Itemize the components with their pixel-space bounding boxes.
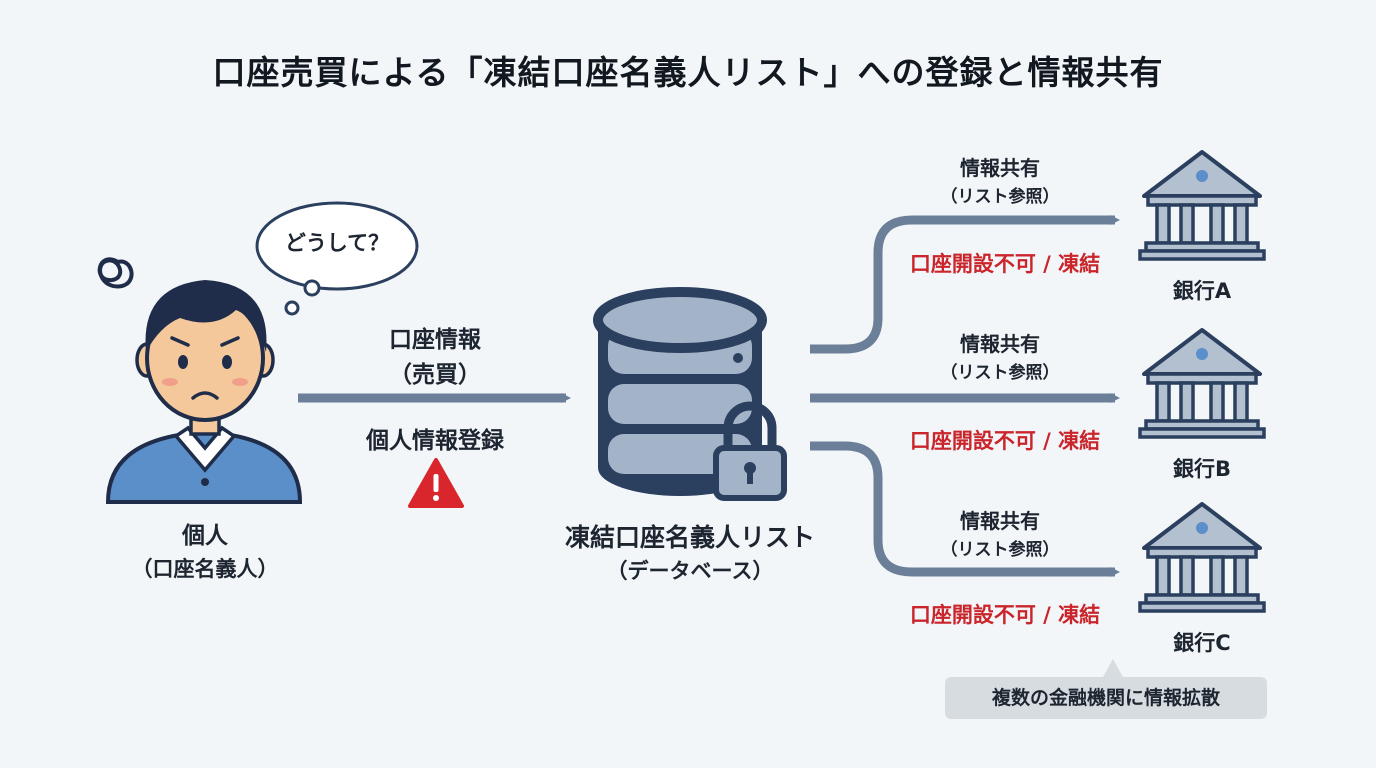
- thought-text: どうして？: [284, 231, 390, 255]
- share-label-b: 情報共有: [960, 332, 1040, 356]
- callout-pointer: [1103, 659, 1123, 677]
- person-sublabel: （口座名義人）: [131, 557, 279, 581]
- thought-bubble: [255, 201, 419, 316]
- bank-icon: [1138, 502, 1266, 613]
- worried-person-icon: [97, 257, 303, 504]
- bank-c-label: 銀行C: [1173, 631, 1231, 655]
- share-sublabel-b: （リスト参照）: [940, 363, 1060, 383]
- database-label: 凍結口座名義人リスト: [564, 523, 815, 552]
- status-bank-b: 口座開設不可 / 凍結: [909, 429, 1101, 453]
- arrow-to-bank-c: [810, 441, 1120, 577]
- arrow-to-bank-a: [810, 215, 1120, 354]
- bank-b-label: 銀行B: [1172, 457, 1231, 481]
- share-sublabel-a: （リスト参照）: [940, 187, 1060, 207]
- spread-callout: 複数の金融機関に情報拡散: [945, 677, 1267, 719]
- warning-icon: [408, 458, 464, 508]
- account-info-sublabel: （売買）: [389, 362, 481, 388]
- personal-info-registration: 個人情報登録: [366, 428, 504, 454]
- database-sublabel: （データベース）: [606, 559, 774, 583]
- status-bank-c: 口座開設不可 / 凍結: [909, 603, 1101, 627]
- lock-icon: [713, 401, 787, 501]
- share-label-c: 情報共有: [960, 509, 1040, 533]
- bank-icon: [1138, 328, 1266, 439]
- person-label: 個人: [182, 523, 228, 549]
- bank-a-label: 銀行A: [1172, 279, 1232, 303]
- status-bank-a: 口座開設不可 / 凍結: [909, 252, 1101, 276]
- share-label-a: 情報共有: [960, 156, 1040, 180]
- bank-icon: [1138, 150, 1266, 261]
- page-title: 口座売買による「凍結口座名義人リスト」への登録と情報共有: [212, 53, 1164, 92]
- account-info-label: 口座情報: [389, 327, 481, 353]
- share-sublabel-c: （リスト参照）: [940, 540, 1060, 560]
